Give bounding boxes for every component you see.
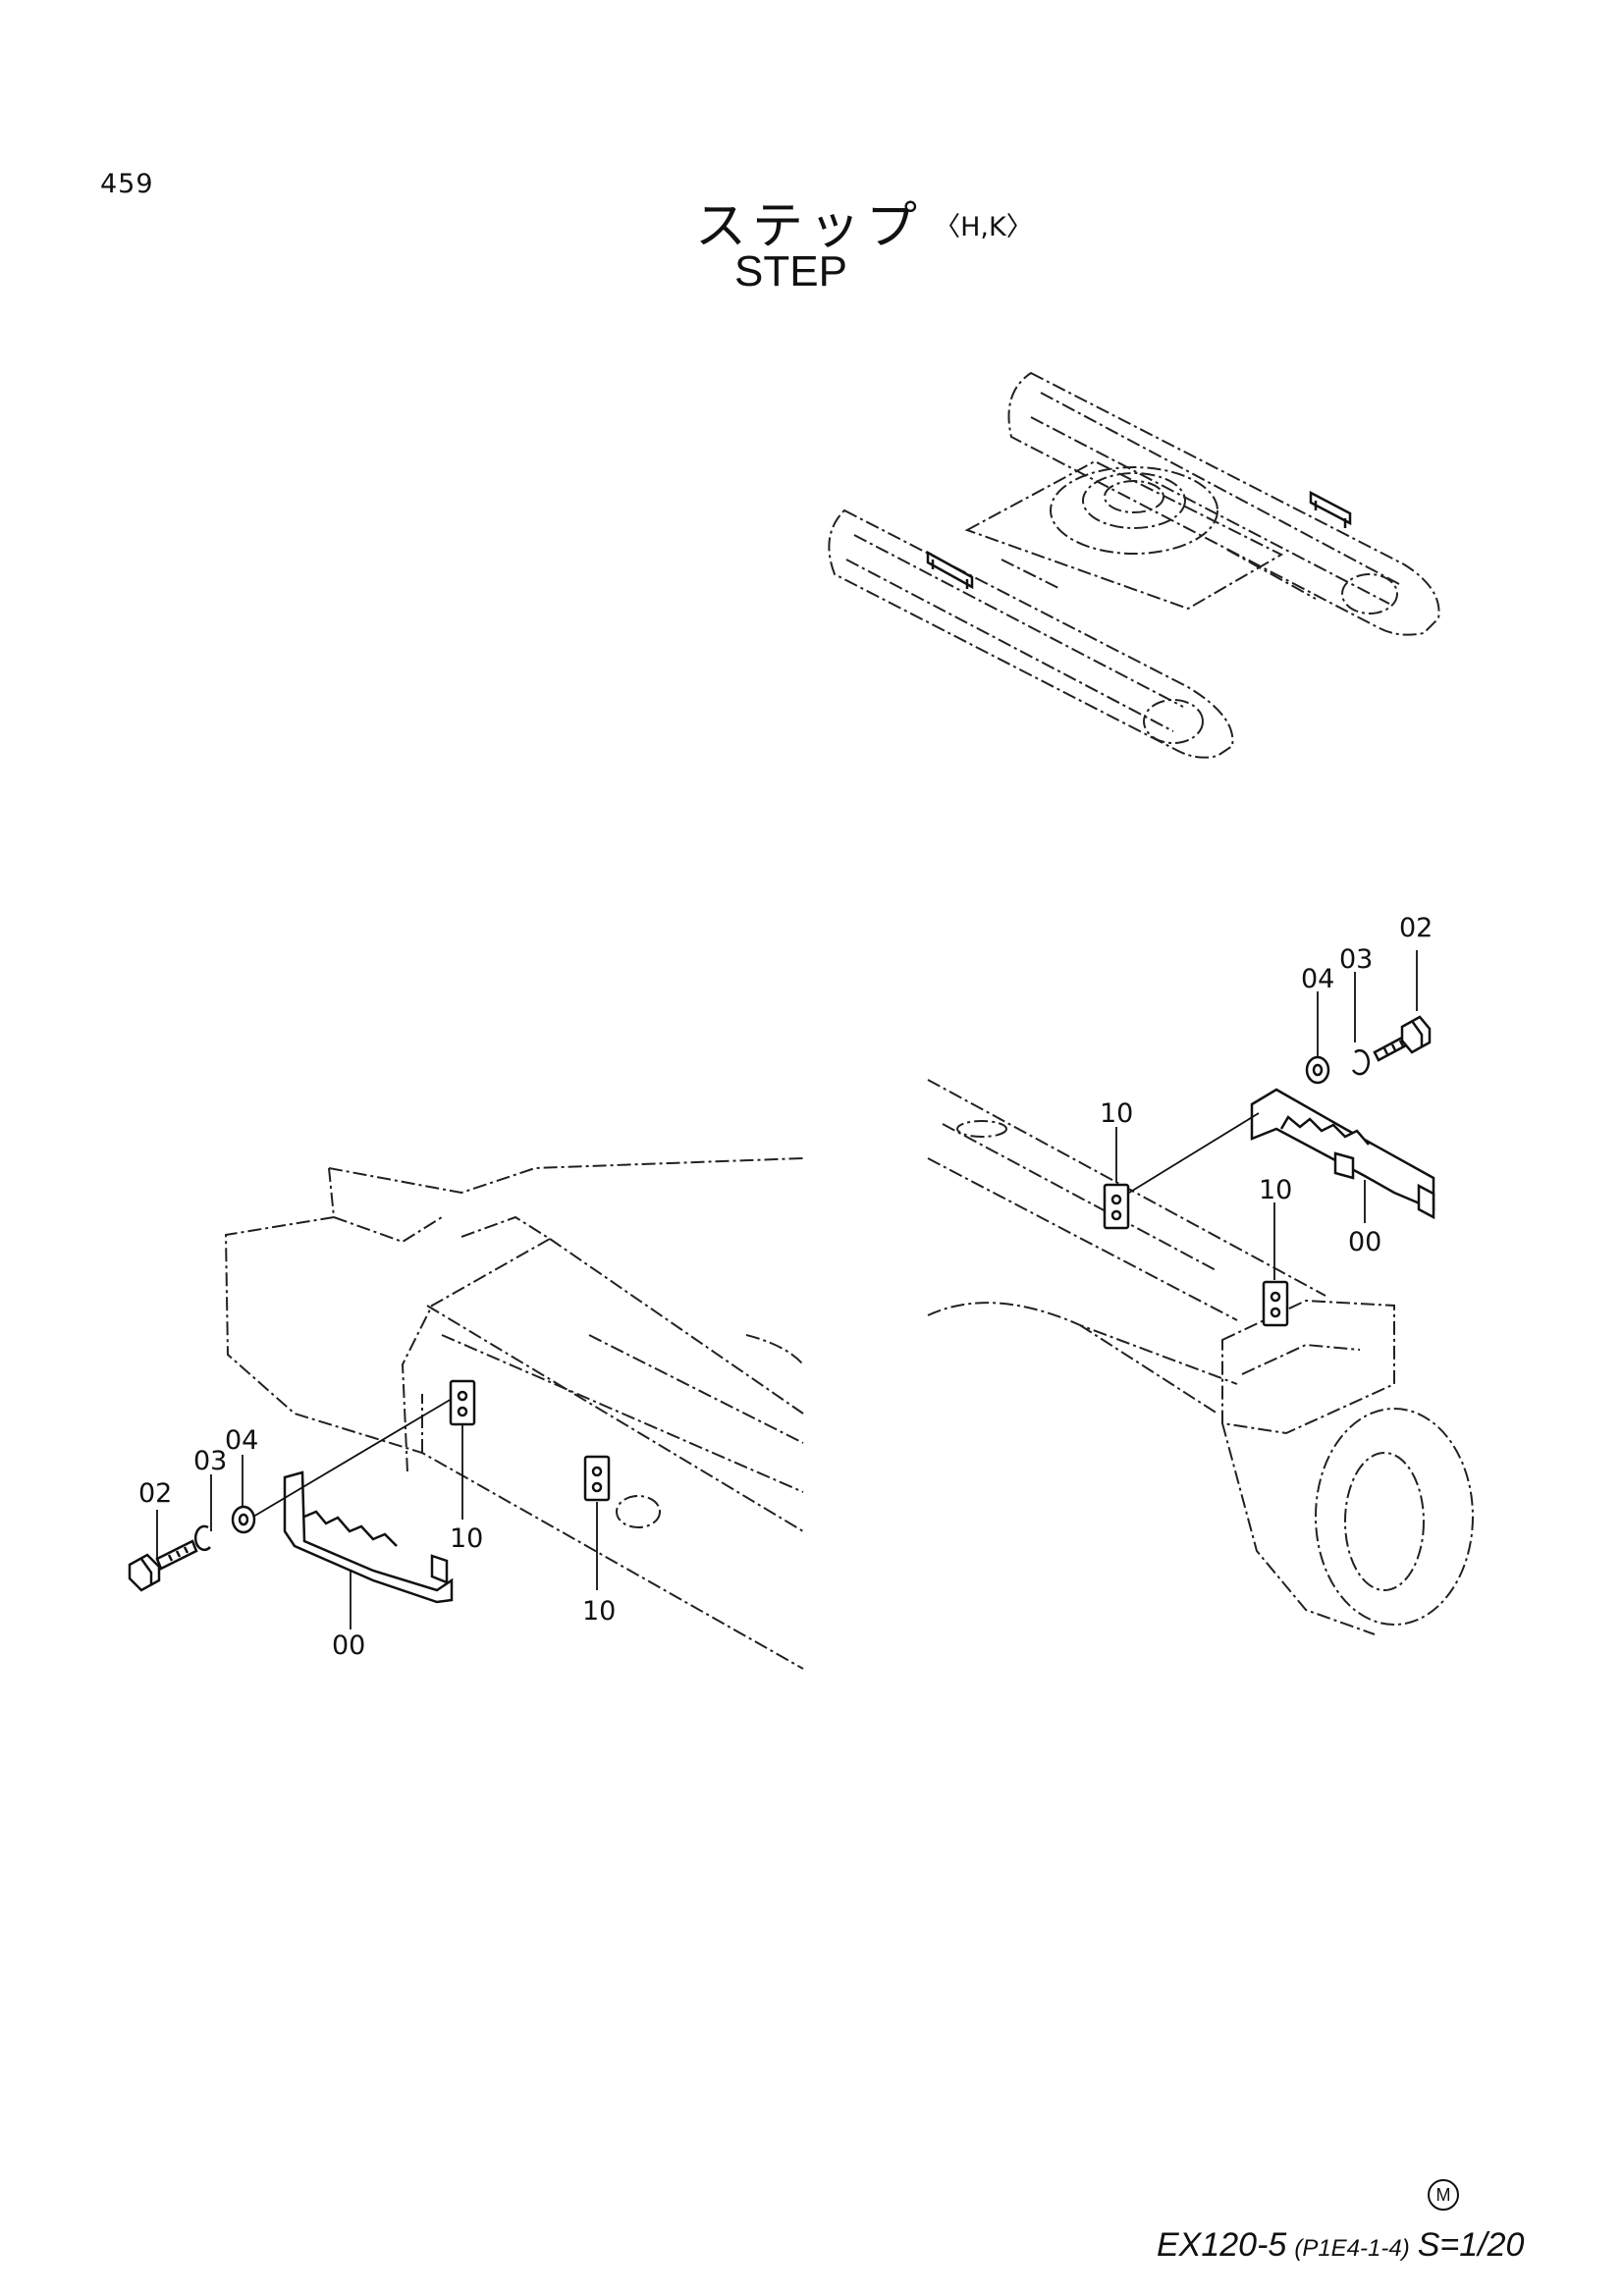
footer-code: (P1E4-1-4) bbox=[1294, 2235, 1410, 2262]
footer-model: EX120-5 bbox=[1157, 2226, 1287, 2264]
footer-mark: M bbox=[1428, 2179, 1459, 2211]
left-detail-frame bbox=[224, 1157, 804, 1670]
right-plate-upper bbox=[1103, 1183, 1130, 1230]
undercarriage-overview bbox=[828, 371, 1440, 759]
callout-right-bolt: 02 bbox=[1399, 913, 1433, 943]
callout-right-plate-lower: 10 bbox=[1259, 1175, 1292, 1205]
right-plate-lower bbox=[1262, 1280, 1289, 1327]
callout-right-step: 00 bbox=[1348, 1227, 1381, 1257]
left-plate-upper bbox=[449, 1379, 476, 1426]
right-detail-frame bbox=[927, 1079, 1474, 1635]
overview-step-rear bbox=[1309, 490, 1352, 528]
title-variant: 〈H,K〉 bbox=[934, 212, 1033, 242]
right-step bbox=[1250, 1088, 1435, 1220]
page-number: 459 bbox=[100, 169, 154, 199]
title-jp-block: ステップ 〈H,K〉 bbox=[695, 185, 1033, 258]
left-spring-washer bbox=[193, 1524, 211, 1552]
right-bolt bbox=[1373, 1015, 1432, 1062]
callout-right-washer: 04 bbox=[1301, 964, 1334, 994]
callout-right-spring-washer: 03 bbox=[1339, 944, 1373, 975]
right-leaders bbox=[1115, 950, 1418, 1280]
left-plate-lower bbox=[583, 1455, 611, 1502]
left-callouts: 02 03 04 10 10 00 bbox=[138, 1425, 616, 1661]
callout-right-plate-upper: 10 bbox=[1100, 1098, 1133, 1129]
left-washer bbox=[231, 1505, 256, 1534]
right-callouts: 02 03 04 10 10 00 bbox=[1100, 913, 1433, 1257]
callout-left-washer: 04 bbox=[225, 1425, 258, 1456]
title-jp: ステップ bbox=[695, 197, 924, 256]
callout-left-spring-washer: 03 bbox=[193, 1446, 227, 1476]
footer-model-line: EX120-5 (P1E4-1-4) S=1/20 bbox=[1157, 2226, 1524, 2265]
right-spring-washer bbox=[1351, 1048, 1371, 1076]
callout-left-plate-lower: 10 bbox=[582, 1596, 616, 1627]
overview-step-front bbox=[926, 550, 974, 590]
left-bolt bbox=[128, 1539, 198, 1592]
title-en: STEP bbox=[734, 247, 847, 295]
callout-left-step: 00 bbox=[332, 1630, 365, 1661]
left-leaders bbox=[156, 1398, 598, 1629]
right-washer bbox=[1305, 1055, 1330, 1085]
left-step bbox=[283, 1470, 454, 1604]
callout-left-bolt: 02 bbox=[138, 1478, 172, 1509]
callout-left-plate-upper: 10 bbox=[450, 1523, 483, 1554]
footer-scale: S=1/20 bbox=[1417, 2226, 1525, 2264]
